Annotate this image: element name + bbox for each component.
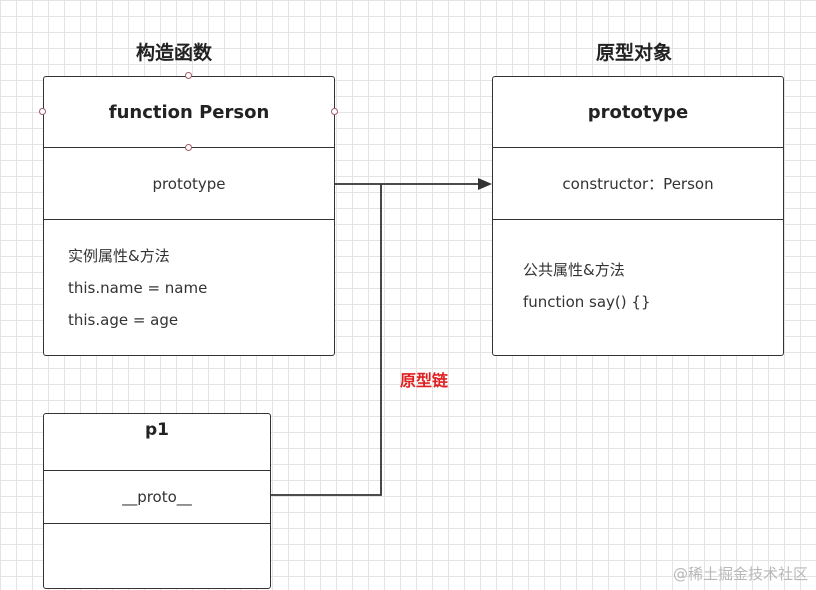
watermark: @稀土掘金技术社区 — [672, 565, 808, 583]
member-line: this.name = name — [68, 279, 208, 297]
instance-header: p1 — [145, 420, 169, 440]
resize-handle-left[interactable] — [39, 108, 46, 115]
member-line: function say() {} — [523, 293, 651, 311]
member-line: 公共属性&方法 — [523, 261, 625, 279]
member-line: 实例属性&方法 — [68, 247, 170, 265]
prototype-chain-label: 原型链 — [400, 371, 449, 390]
constructor-box[interactable]: function Person prototype 实例属性&方法 this.n… — [43, 76, 335, 356]
proto-link-line — [271, 184, 382, 496]
resize-handle-bottom[interactable] — [185, 144, 192, 151]
resize-handle-right[interactable] — [331, 108, 338, 115]
prototype-header: prototype — [587, 101, 689, 123]
prototype-constructor-ref: constructor：Person — [493, 147, 783, 219]
constructor-members: 实例属性&方法 this.name = name this.age = age — [44, 219, 334, 355]
resize-handle-top[interactable] — [185, 72, 192, 79]
arrow-head — [478, 178, 492, 190]
instance-proto-ref: __proto__ — [44, 470, 270, 523]
instance-members — [44, 523, 270, 588]
prototype-title: 原型对象 — [596, 42, 673, 64]
prototype-members: 公共属性&方法 function say() {} — [493, 219, 783, 355]
instance-box[interactable]: p1 __proto__ — [43, 413, 271, 589]
member-line: this.age = age — [68, 311, 179, 329]
constructor-title: 构造函数 — [136, 42, 213, 64]
constructor-header: function Person — [108, 101, 270, 123]
constructor-prototype-ref: prototype — [44, 147, 334, 219]
prototype-box[interactable]: prototype constructor：Person 公共属性&方法 fun… — [492, 76, 784, 356]
